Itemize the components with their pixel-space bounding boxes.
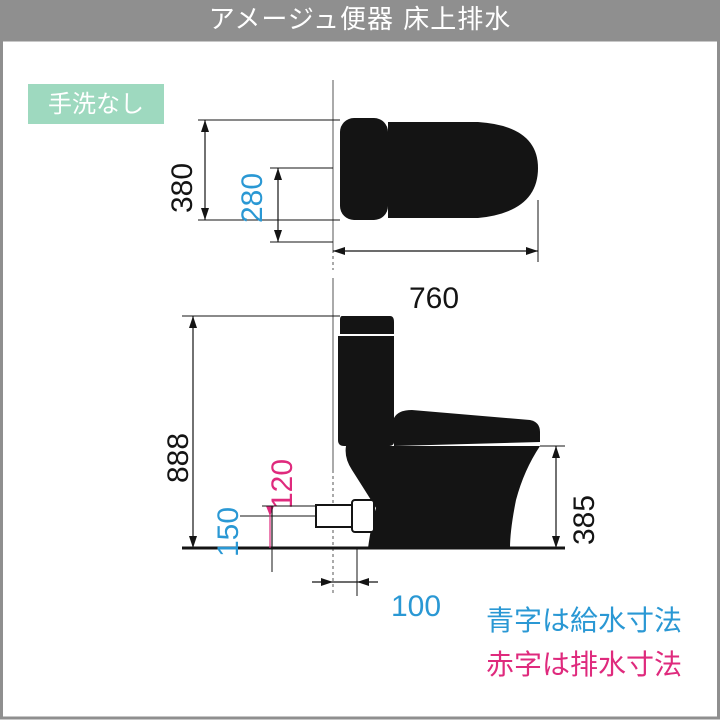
legend-drain-note: 赤字は排水寸法 — [485, 648, 682, 681]
dim-label-380: 380 — [166, 163, 199, 213]
page-title: アメージュ便器 床上排水 — [0, 0, 720, 40]
dim-label-280: 280 — [236, 173, 269, 223]
dim-label-385: 385 — [568, 495, 601, 545]
top-tank — [340, 118, 388, 220]
dim-label-888: 888 — [162, 433, 195, 483]
top-view: 380 280 760 — [166, 80, 539, 315]
drain-flange — [351, 499, 375, 533]
side-view: 888 120 150 385 100 — [162, 278, 601, 623]
top-bowl — [388, 122, 538, 218]
side-bowl — [345, 446, 540, 548]
legend-supply-note: 青字は給水寸法 — [485, 604, 682, 637]
side-tank — [338, 336, 394, 446]
dim-label-760: 760 — [409, 282, 459, 315]
dim-label-120: 120 — [266, 459, 299, 509]
side-tank-lid — [340, 316, 394, 334]
no-hand-wash-badge: 手洗なし — [28, 84, 164, 124]
drawing-border — [0, 38, 720, 720]
dim-label-150: 150 — [212, 507, 245, 557]
side-seat — [394, 410, 540, 446]
dim-label-100: 100 — [391, 590, 441, 623]
